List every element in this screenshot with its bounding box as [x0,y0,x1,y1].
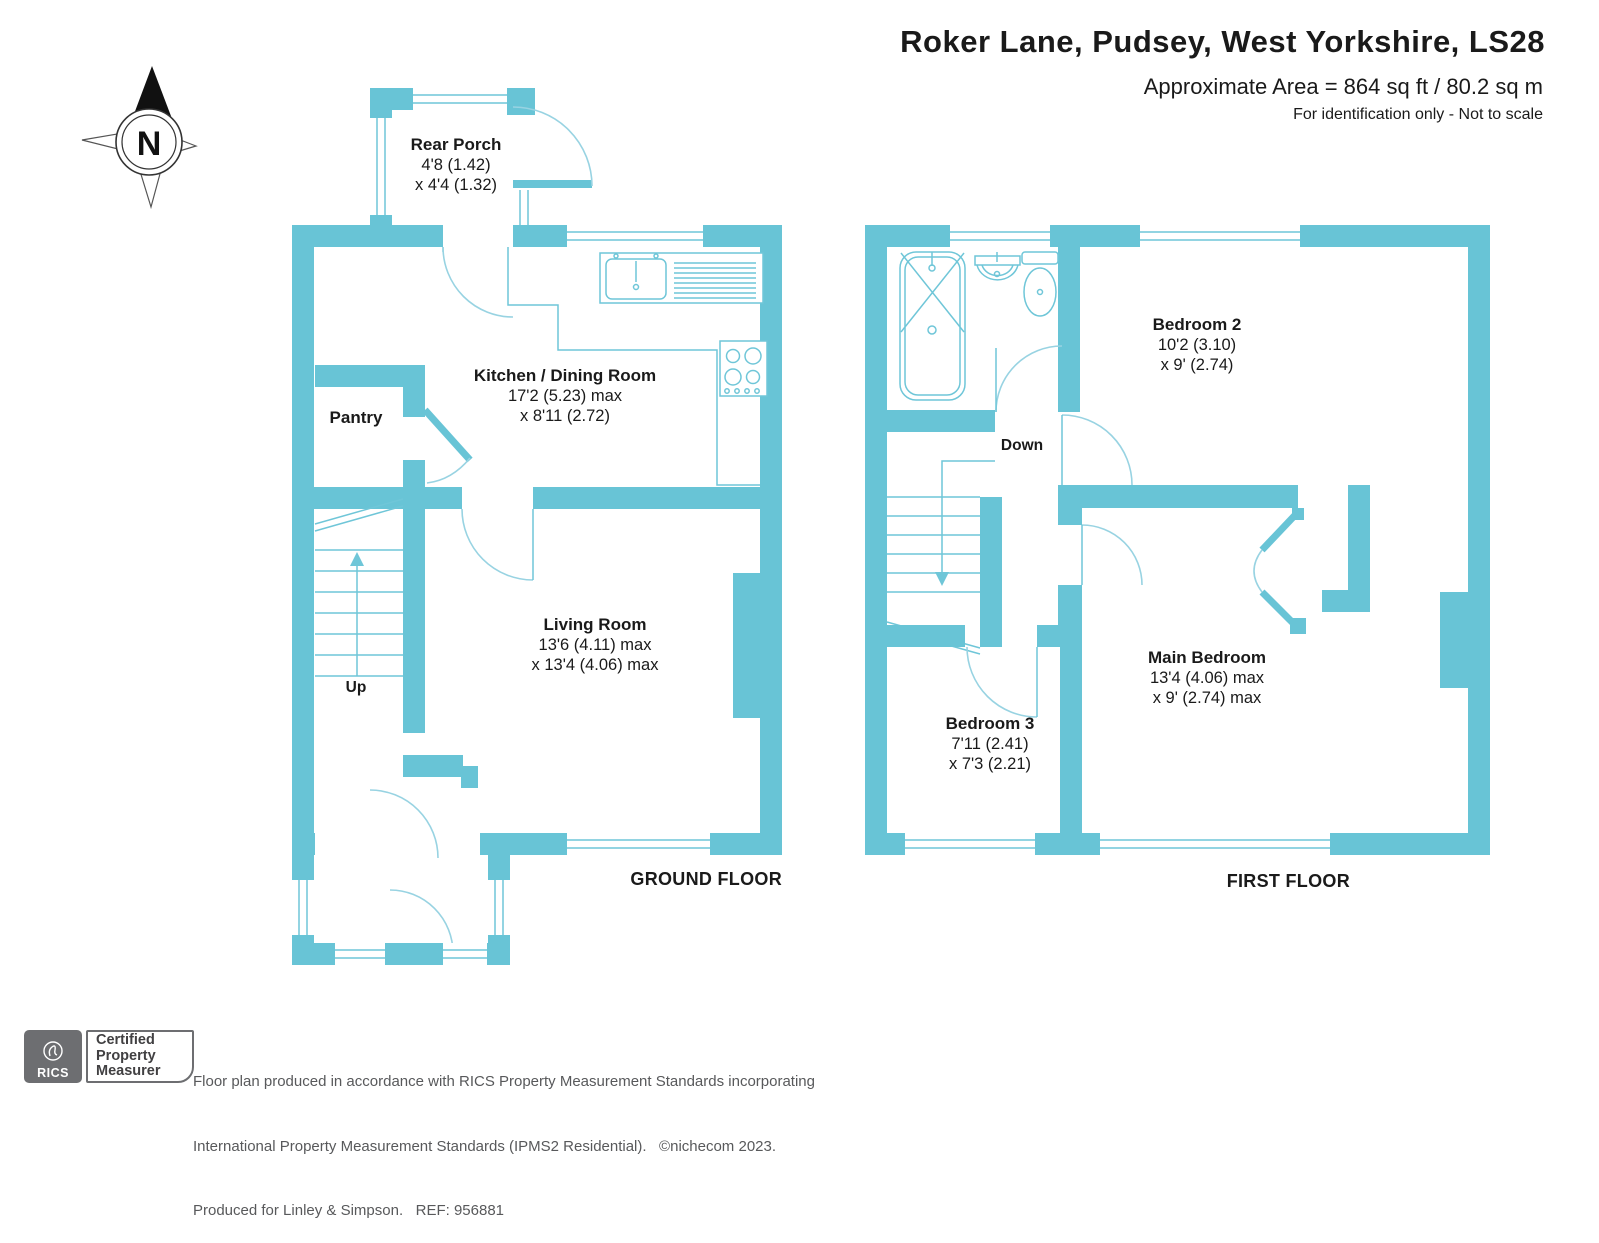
page-title: Roker Lane, Pudsey, West Yorkshire, LS28 [900,24,1545,59]
room-name: Kitchen / Dining Room [473,366,657,385]
living-room-chimney-breast [733,573,760,718]
room-dim: x 9' (2.74) max [1152,689,1262,707]
living-room-window [567,839,710,849]
bathroom-structure [865,247,1080,432]
floorplan-drawing: N [81,66,1490,965]
approximate-area-text: Approximate Area = 864 sq ft / 80.2 sq m [1143,74,1543,99]
kitchen-sink-fixture [599,252,764,304]
stairs-up [314,498,425,733]
room-name: Bedroom 3 [945,714,1035,733]
porch-window-bottom-right [443,949,487,959]
kitchen-counter [507,247,760,486]
wardrobe-door-arcs [1253,549,1263,593]
toilet-fixture [1021,251,1059,317]
compass-rose-icon: N [81,66,198,210]
badge-line: Measurer [96,1063,161,1080]
porch-window-left [298,880,308,935]
scale-note: For identification only - Not to scale [1293,106,1543,123]
room-label-main-bedroom: Main Bedroom 13'4 (4.06) max x 9' (2.74)… [1087,648,1327,708]
room-label-rear-porch: Rear Porch 4'8 (1.42) x 4'4 (1.32) [356,135,556,195]
rics-logo: RICS [24,1030,82,1083]
down-arrow-icon [935,572,949,586]
room-dim: 13'6 (4.11) max [538,636,652,654]
ground-floor-plan [292,88,782,965]
bedroom3-structure [865,625,1082,833]
porch-window-right [494,880,504,935]
bedroom2-window [1140,231,1300,241]
room-dim: 13'4 (4.06) max [1149,669,1265,687]
room-dim: x 13'4 (4.06) max [531,656,659,674]
hob-fixture [719,340,768,397]
room-dim: 17'2 (5.23) max [507,387,623,405]
room-name: Living Room [543,615,647,634]
pantry-structure [315,365,473,487]
rics-lion-icon [43,1041,63,1061]
room-dim: 4'8 (1.42) [421,156,491,174]
room-name: Bedroom 2 [1152,315,1242,334]
stairs-up-label: Up [345,679,367,696]
room-name: Main Bedroom [1147,648,1267,667]
room-label-kitchen-dining: Kitchen / Dining Room 17'2 (5.23) max x … [445,366,685,426]
bedroom2-door-arc [1061,414,1133,486]
sink-fixture [974,252,1021,281]
main-bedroom-chimney-breast [1440,592,1468,688]
room-dim: x 7'3 (2.21) [948,755,1032,773]
bathroom-door-arc [995,345,1063,413]
room-name: Pantry [329,408,383,427]
bedroom3-door-arc [966,646,1038,718]
rear-porch-door-arc [512,106,593,187]
front-entrance-structure [292,755,510,965]
kitchen-living-door-arc [461,508,534,581]
badge-line: Certified [96,1032,155,1049]
disclaimer-line: Produced for Linley & Simpson. REF: 9568… [193,1202,505,1219]
landing-structure [1058,414,1298,647]
room-label-living-room: Living Room 13'6 (4.11) max x 13'4 (4.06… [475,615,715,675]
pantry-door-leaf [422,407,473,463]
rear-porch-window-left [376,118,386,215]
disclaimer-line: Floor plan produced in accordance with R… [193,1073,815,1090]
room-dim: x 8'11 (2.72) [520,407,610,425]
room-name: Rear Porch [410,135,502,154]
hall-door-arc [369,789,439,859]
disclaimer-line: International Property Measurement Stand… [193,1137,777,1155]
bedroom3-window [905,839,1035,849]
room-label-bedroom2: Bedroom 2 10'2 (3.10) x 9' (2.74) [1097,315,1297,375]
wardrobe-door-leaf-top [1259,509,1301,553]
floor-caption-first: FIRST FLOOR [1226,871,1350,891]
main-bedroom-door-arc [1081,524,1143,586]
rear-porch-window-right [519,190,529,225]
wardrobe-structure [1253,485,1370,634]
porch-to-kitchen-door-arc [442,246,514,318]
porch-window-bottom-left [335,949,385,959]
badge-line: Property [96,1047,156,1064]
room-dim: 7'11 (2.41) [951,735,1029,753]
wardrobe-door-leaf-bottom [1259,589,1301,631]
room-label-bedroom3: Bedroom 3 7'11 (2.41) x 7'3 (2.21) [890,714,1090,774]
room-dim: 10'2 (3.10) [1157,336,1237,354]
certified-measurer-badge: Certified Property Measurer [86,1030,194,1083]
floorplan-page: { "header": { "title": "Roker Lane, Puds… [24,24,1545,1219]
pantry-door-arc [426,457,471,484]
kitchen-window [567,231,703,241]
room-dim: x 4'4 (1.32) [414,176,498,194]
compass-north-label: N [137,125,162,163]
room-dim: x 9' (2.74) [1160,356,1234,374]
bathroom-window [950,231,1050,241]
rics-logo-text: RICS [37,1066,69,1080]
rear-porch-structure [370,88,593,318]
rear-porch-window-top [413,94,507,104]
stairs-down-label: Down [1000,437,1044,454]
first-floor-plan [865,225,1490,855]
front-door-arc [389,889,454,954]
room-label-pantry: Pantry [306,408,406,428]
main-bedroom-window [1100,839,1330,849]
rear-porch-door-leaf [513,180,592,188]
floor-caption-ground: GROUND FLOOR [630,869,782,889]
bath-fixture [899,251,966,401]
disclaimer-text: Floor plan produced in accordance with R… [193,1028,815,1243]
up-arrow-icon [350,552,364,566]
